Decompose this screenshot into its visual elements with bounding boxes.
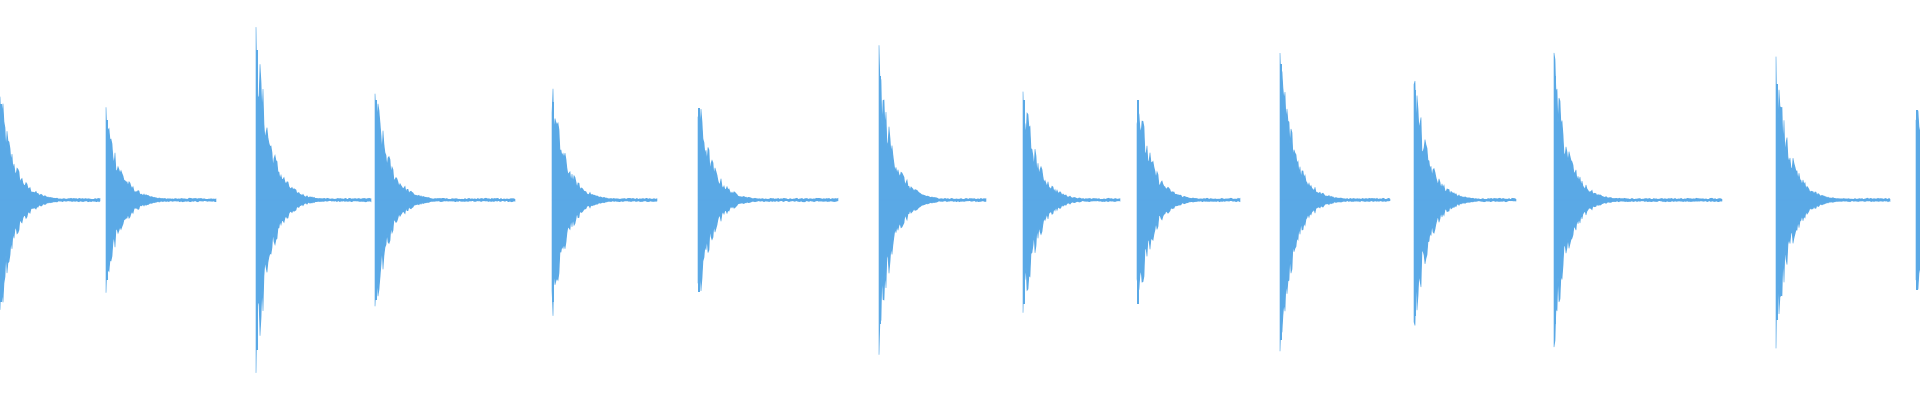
transient-5 (551, 88, 658, 316)
transient-envelope (1775, 56, 1891, 349)
transient-12 (1553, 52, 1723, 348)
transient-14 (1915, 110, 1920, 290)
transient-2 (105, 107, 217, 293)
transients-group (0, 27, 1920, 373)
transient-8 (1022, 91, 1121, 313)
transient-6 (697, 108, 839, 292)
transient-envelope (1413, 80, 1517, 326)
transient-13 (1775, 56, 1891, 349)
transient-7 (878, 45, 987, 355)
transient-3 (255, 27, 372, 373)
transient-10 (1279, 52, 1391, 352)
transient-envelope (1022, 91, 1121, 313)
transient-11 (1413, 80, 1517, 326)
transient-4 (374, 93, 516, 307)
transient-envelope (1279, 52, 1391, 352)
transient-9 (1136, 100, 1241, 304)
transient-1 (0, 96, 101, 310)
transient-envelope (0, 96, 101, 310)
transient-envelope (551, 88, 658, 316)
transient-envelope (1136, 113, 1241, 290)
